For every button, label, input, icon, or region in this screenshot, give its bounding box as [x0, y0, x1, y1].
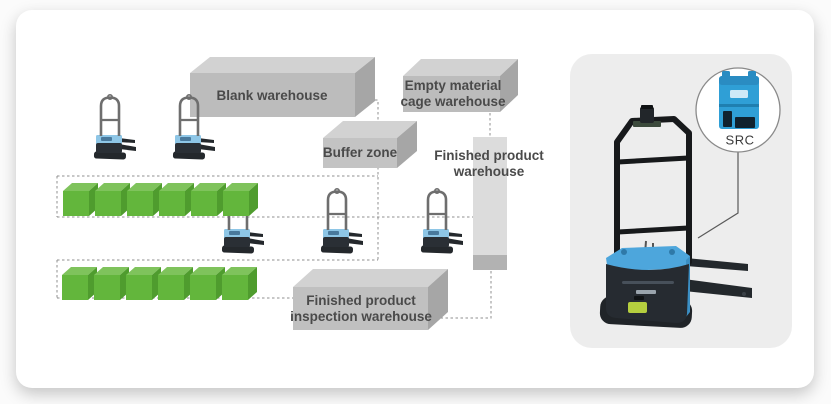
cube-icon	[191, 183, 226, 216]
src-controller-icon	[719, 71, 759, 129]
agv-icon	[319, 187, 365, 255]
cube-icon	[63, 183, 98, 216]
cube-icon	[190, 267, 225, 300]
cube-icon	[62, 267, 97, 300]
blank-warehouse-block	[190, 57, 375, 117]
cube-icon	[126, 267, 161, 300]
cube-icon	[158, 267, 193, 300]
finished-product-inspection-warehouse-block	[293, 269, 448, 330]
buffer-zone-block	[323, 121, 417, 168]
robot-detail-panel	[570, 54, 792, 348]
cube-icon	[95, 183, 130, 216]
cube-icon	[127, 183, 162, 216]
finished-product-warehouse-rack	[473, 137, 507, 270]
cube-icon	[94, 267, 129, 300]
material-cube-row-2	[62, 267, 257, 300]
agv-icon	[419, 187, 465, 255]
pallet-truck-robot-icon	[599, 105, 752, 328]
material-cube-row-1	[63, 183, 258, 216]
empty-material-cage-warehouse-block	[403, 59, 518, 112]
cube-icon	[159, 183, 194, 216]
src-callout	[695, 67, 781, 239]
cube-icon	[223, 183, 258, 216]
agv-icon	[92, 93, 138, 161]
cube-icon	[222, 267, 257, 300]
